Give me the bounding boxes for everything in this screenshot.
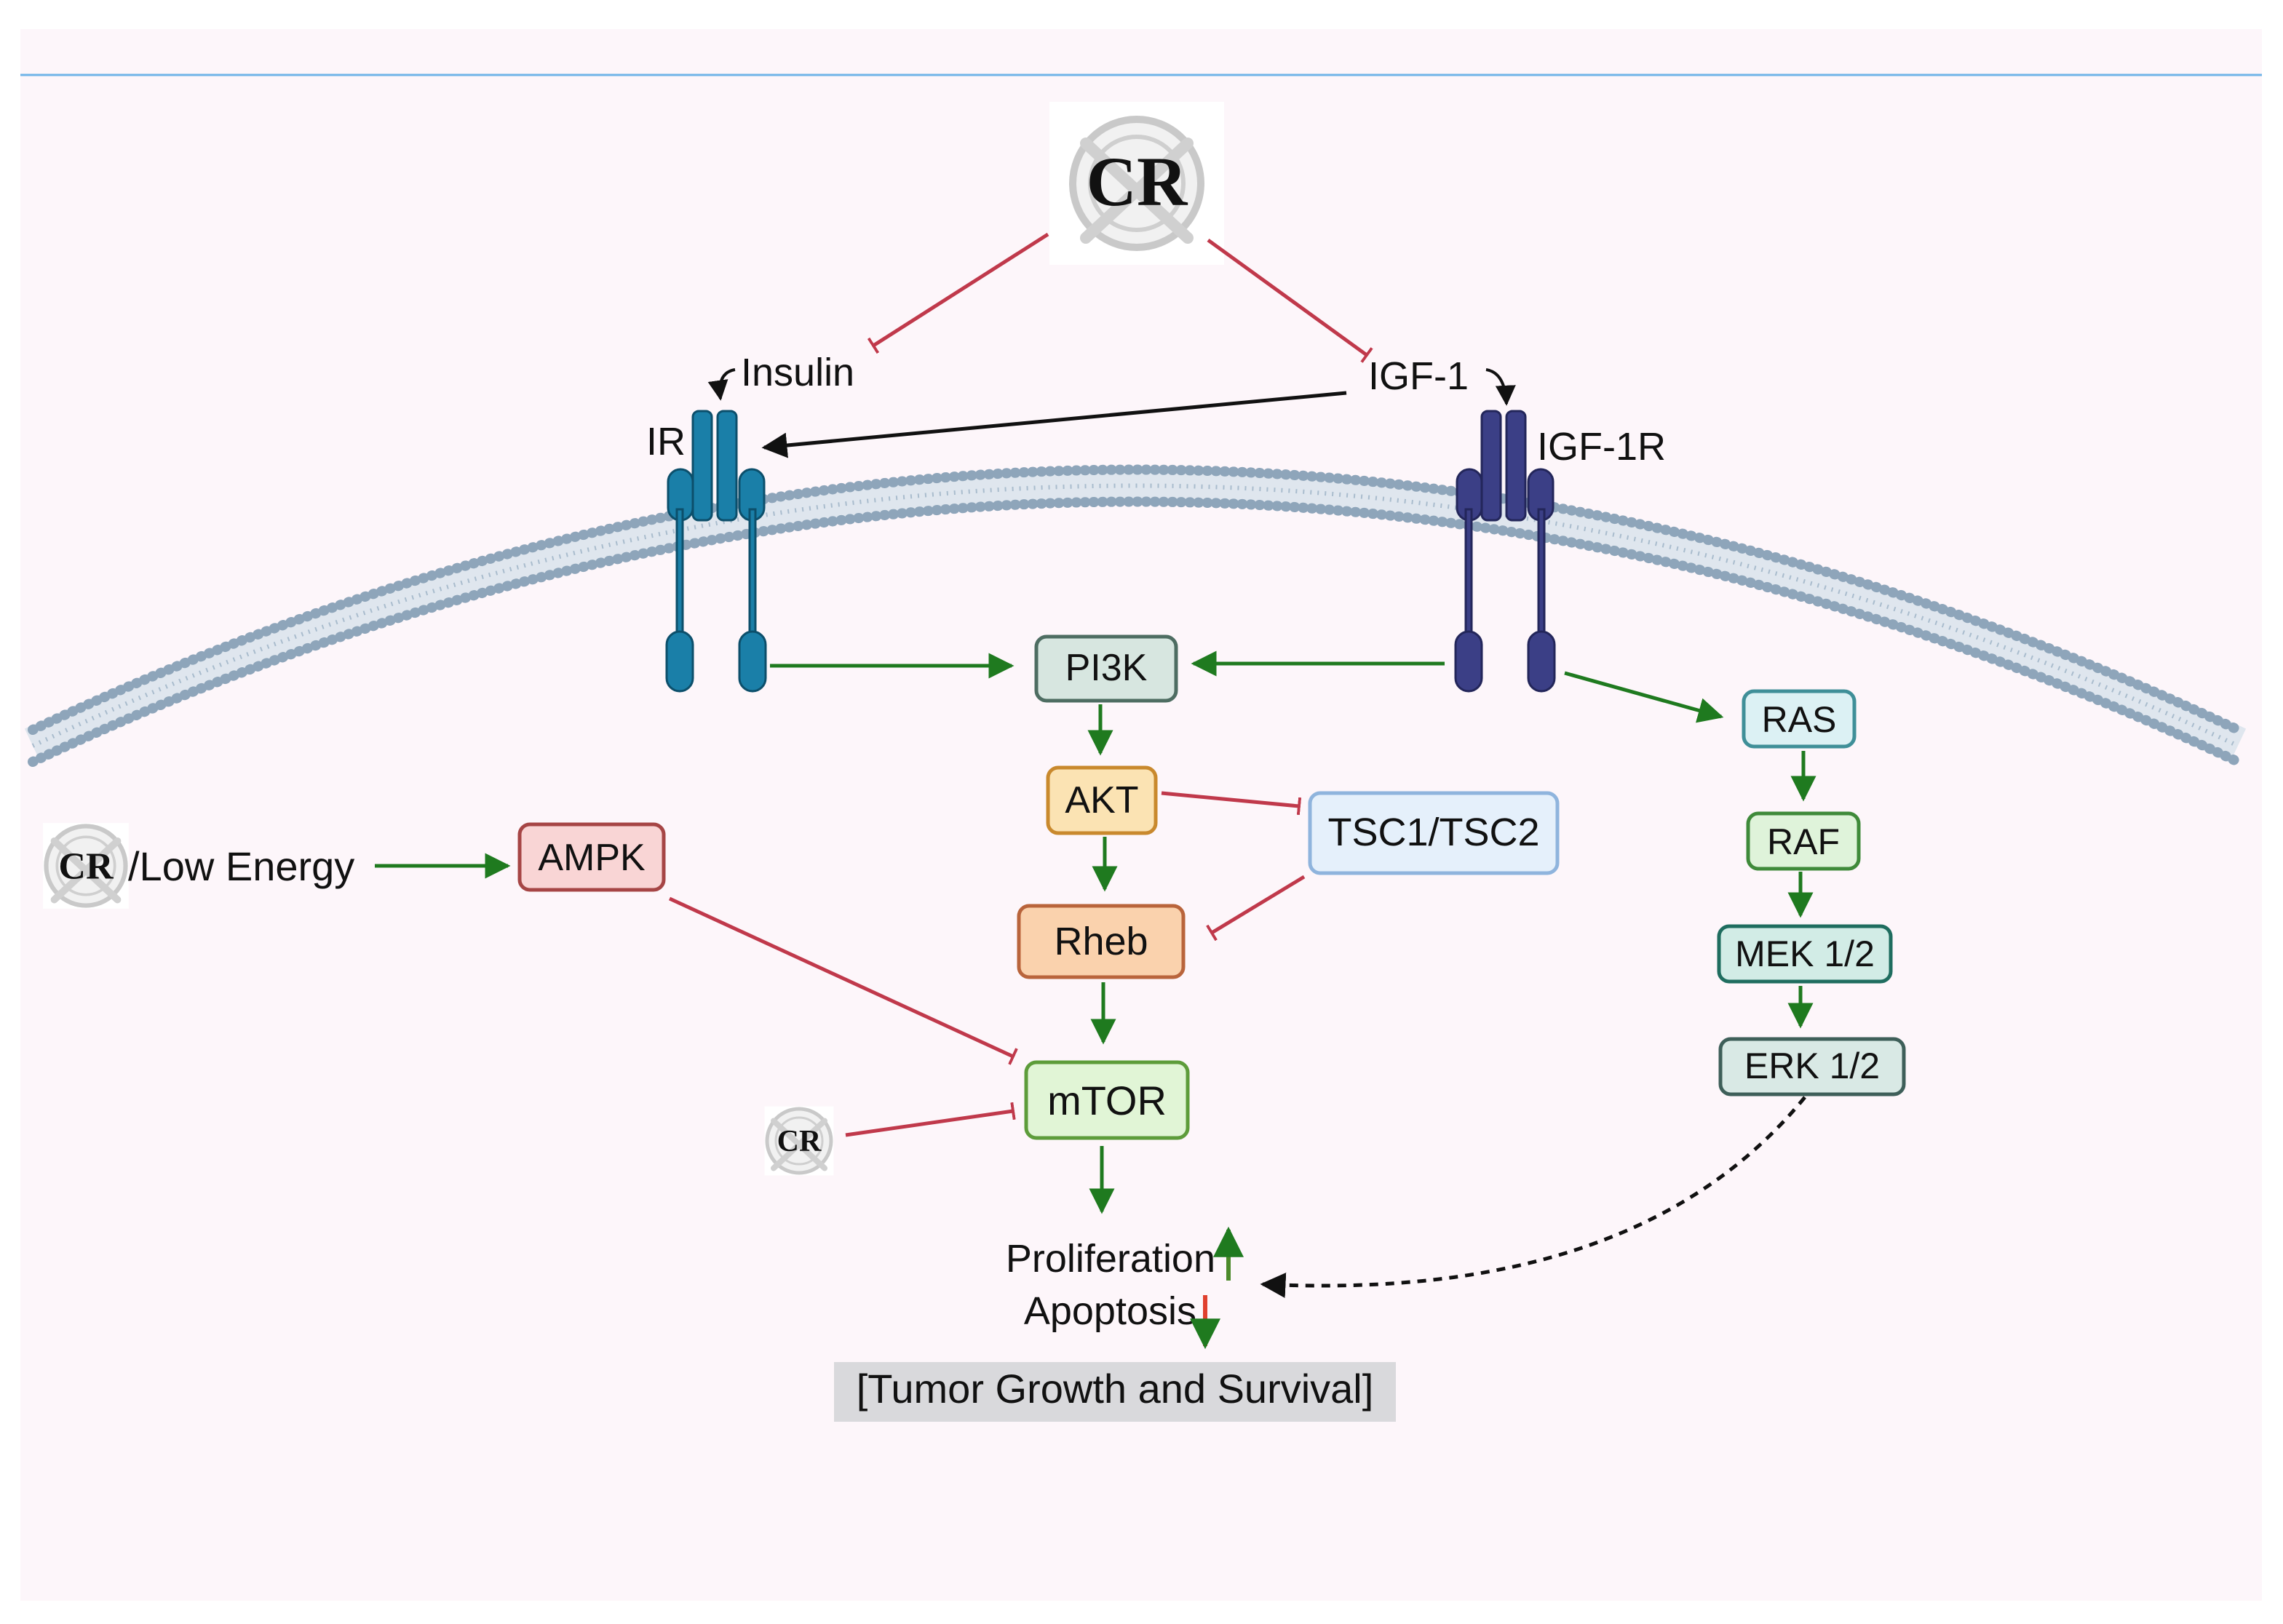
cr-logo-small-1: CR xyxy=(43,823,129,909)
igf1r-label: IGF-1R xyxy=(1537,425,1666,469)
insulin-binding-arrow xyxy=(707,368,736,401)
svg-text:CR: CR xyxy=(777,1125,822,1158)
node-rheb: Rheb xyxy=(1017,904,1186,979)
svg-text:Rheb: Rheb xyxy=(1054,920,1148,963)
cr-logo-text: CR xyxy=(1087,143,1188,220)
proliferation-label: Proliferation xyxy=(1006,1237,1215,1281)
ir-receptor xyxy=(665,410,767,693)
svg-text:[Tumor Growth and Survival]: [Tumor Growth and Survival] xyxy=(857,1366,1374,1412)
cr-inhibits-mtor xyxy=(845,1102,1016,1137)
svg-text:mTOR: mTOR xyxy=(1047,1078,1167,1123)
node-ras: RAS xyxy=(1742,689,1857,749)
igf1r-receptor xyxy=(1454,410,1556,693)
node-mtor: mTOR xyxy=(1024,1060,1190,1140)
svg-text:RAS: RAS xyxy=(1762,699,1837,740)
igf1-to-ir-arrow xyxy=(761,391,1347,458)
igf1r-to-ras-arrow xyxy=(1564,671,1724,723)
igf1-binding-arrow xyxy=(1485,368,1516,406)
node-ampk: AMPK xyxy=(517,822,666,892)
cr-low-energy-label: /Low Energy xyxy=(128,843,354,889)
akt-inhibits-tsc xyxy=(1161,791,1302,816)
node-mek: MEK 1/2 xyxy=(1717,924,1893,984)
apoptosis-label: Apoptosis xyxy=(1024,1289,1196,1333)
svg-text:AMPK: AMPK xyxy=(538,837,646,879)
cr-inhibits-igf1 xyxy=(1207,238,1373,363)
node-tsc: TSC1/TSC2 xyxy=(1308,791,1560,875)
outcome-box: [Tumor Growth and Survival] xyxy=(834,1362,1396,1422)
svg-text:PI3K: PI3K xyxy=(1065,647,1148,689)
ir-label: IR xyxy=(646,420,686,463)
node-raf: RAF xyxy=(1746,811,1861,871)
node-erk: ERK 1/2 xyxy=(1718,1037,1906,1096)
svg-text:MEK 1/2: MEK 1/2 xyxy=(1735,934,1875,974)
svg-text:AKT: AKT xyxy=(1065,779,1138,821)
cell-membrane xyxy=(24,464,2247,767)
igf1-label: IGF-1 xyxy=(1368,354,1469,398)
svg-text:TSC1/TSC2: TSC1/TSC2 xyxy=(1327,811,1539,854)
svg-text:ERK 1/2: ERK 1/2 xyxy=(1744,1046,1880,1086)
cr-logo-main: CR xyxy=(1049,102,1224,265)
node-pi3k: PI3K xyxy=(1034,634,1178,703)
ampk-inhibits-mtor xyxy=(668,896,1018,1065)
svg-text:CR: CR xyxy=(58,845,114,887)
insulin-label: Insulin xyxy=(741,351,854,394)
tsc-inhibits-rheb xyxy=(1206,875,1306,942)
node-akt: AKT xyxy=(1046,765,1158,835)
cr-logo-small-2: CR xyxy=(765,1107,834,1176)
cr-inhibits-insulin xyxy=(867,232,1049,354)
svg-text:RAF: RAF xyxy=(1767,821,1840,862)
